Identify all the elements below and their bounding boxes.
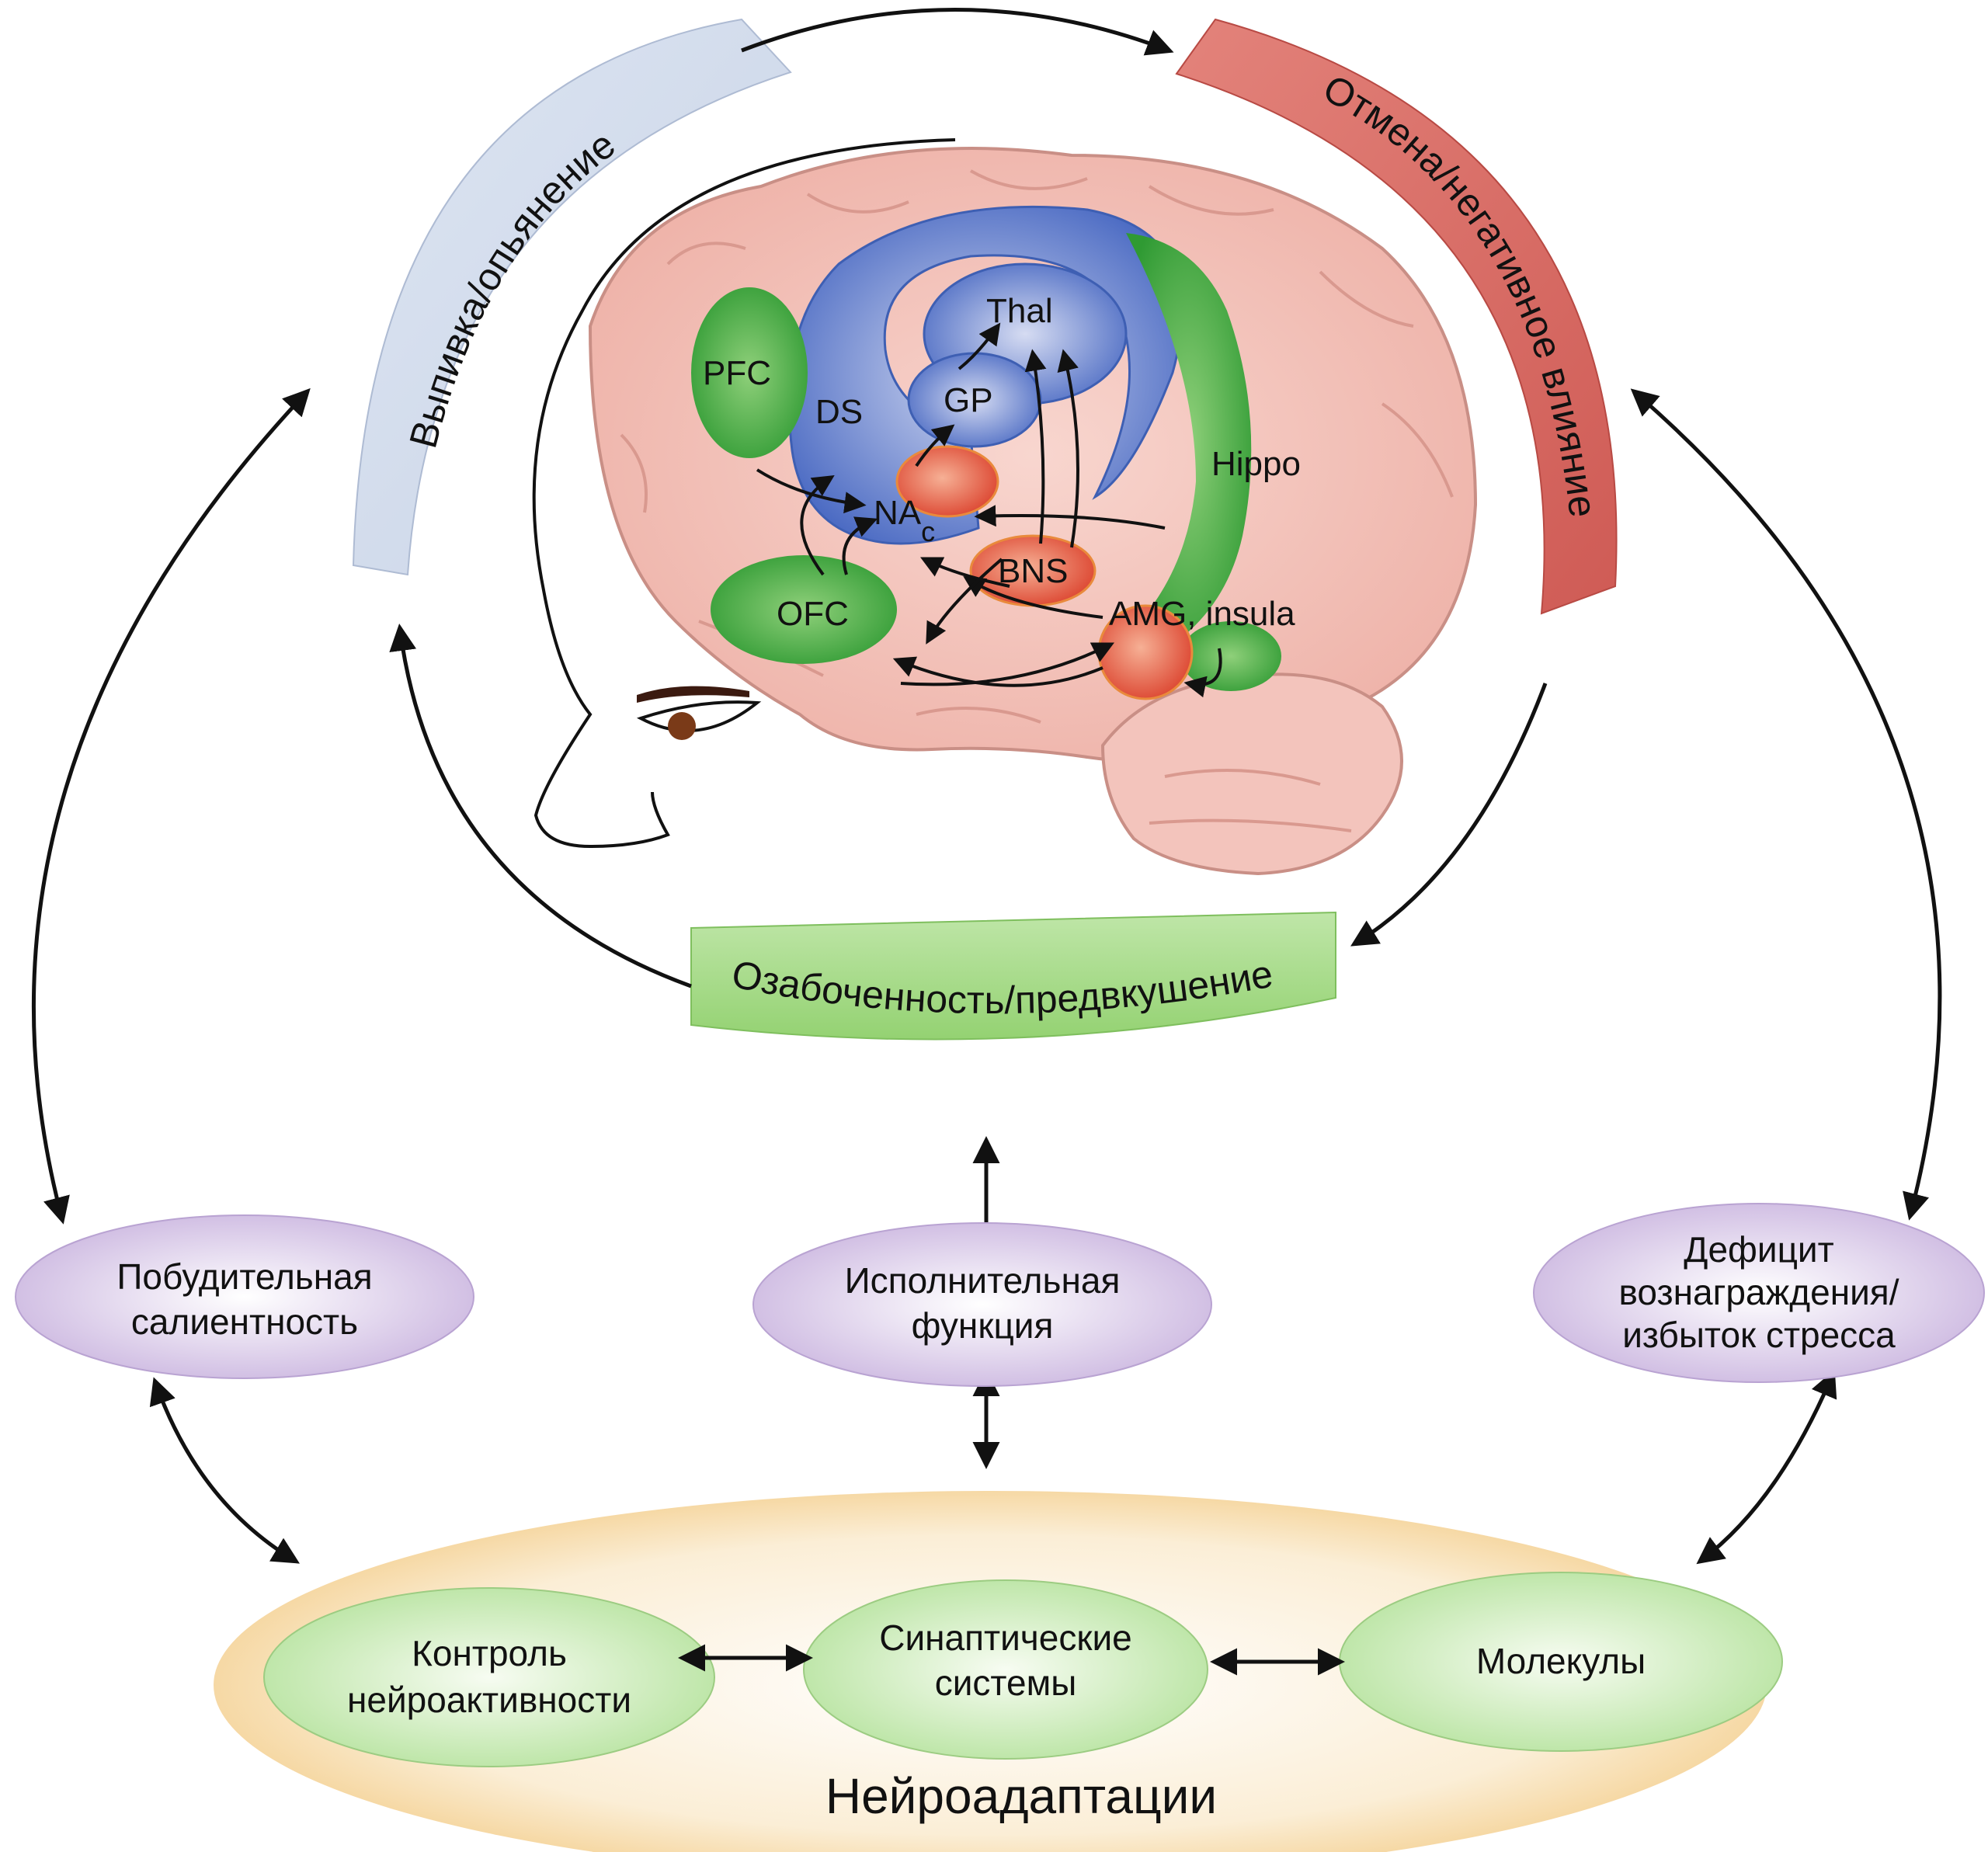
ofc-region <box>711 555 897 664</box>
molecules-node: Молекулы <box>1339 1572 1783 1752</box>
svg-text:Исполнительная: Исполнительная <box>845 1260 1121 1301</box>
neuroadaptations-group: Контроль нейроактивности Синаптические с… <box>214 1491 1783 1852</box>
arrow-deficit-withdrawal <box>1630 388 1942 1221</box>
nac-region <box>895 445 999 518</box>
arrow-deficit-neuro <box>1696 1369 1837 1565</box>
svg-text:функция: функция <box>912 1305 1054 1346</box>
cycle-arrow-preoccupation-to-binge <box>389 624 692 989</box>
insula-region <box>1180 621 1281 691</box>
arrow-incentive-neuro <box>149 1377 301 1564</box>
brain-pathway-arrows <box>756 322 1222 698</box>
pfc-label: PFC <box>703 354 771 392</box>
nac-label: NAc <box>874 494 935 547</box>
thal-label: Thal <box>986 292 1053 330</box>
svg-text:Контроль: Контроль <box>412 1633 567 1673</box>
ds-label: DS <box>815 393 863 431</box>
arrow-incentive-binge <box>32 387 311 1225</box>
svg-text:вознаграждения/: вознаграждения/ <box>1619 1272 1899 1312</box>
cerebellum <box>1100 672 1403 876</box>
reward-deficit-node: Дефицит вознаграждения/ избыток стресса <box>1533 1203 1985 1383</box>
svg-text:системы: системы <box>935 1663 1077 1703</box>
svg-text:салиентность: салиентность <box>131 1301 358 1342</box>
hippo-label: Hippo <box>1211 445 1301 483</box>
synaptic-systems-node: Синаптические системы <box>803 1579 1208 1760</box>
hippocampus-region <box>1126 233 1252 651</box>
eye-icon <box>636 686 762 740</box>
svg-text:Молекулы: Молекулы <box>1476 1641 1646 1681</box>
striatum-region <box>787 205 1183 545</box>
neuroadaptations-title: Нейроадаптации <box>825 1768 1217 1824</box>
cycle-arrow-binge-to-withdrawal <box>741 8 1174 56</box>
brain-illustration: PFC DS Thal GP NAc BNS OFC AMG, insula H… <box>588 147 1478 876</box>
cycle-arrow-withdrawal-to-preoccupation <box>1350 683 1548 947</box>
circuit-control-node: Контроль нейроактивности <box>263 1587 715 1767</box>
executive-function-node: Исполнительная функция <box>752 1222 1212 1387</box>
svg-text:нейроактивности: нейроактивности <box>347 1680 631 1720</box>
svg-text:избыток стресса: избыток стресса <box>1622 1315 1896 1355</box>
pfc-region <box>691 287 808 458</box>
svg-text:Побудительная: Побудительная <box>116 1256 372 1297</box>
svg-text:Синаптические: Синаптические <box>879 1617 1132 1658</box>
amg-insula-label: AMG, insula <box>1109 595 1295 633</box>
svg-text:Дефицит: Дефицит <box>1684 1229 1833 1270</box>
incentive-salience-node: Побудительная салиентность <box>15 1214 474 1379</box>
head-silhouette <box>532 138 956 849</box>
gp-label: GP <box>944 381 993 419</box>
preoccupation-stage-band: Озабоченность/предвкушение <box>690 911 1336 1041</box>
ofc-label: OFC <box>777 595 849 633</box>
bns-label: BNS <box>998 552 1068 590</box>
